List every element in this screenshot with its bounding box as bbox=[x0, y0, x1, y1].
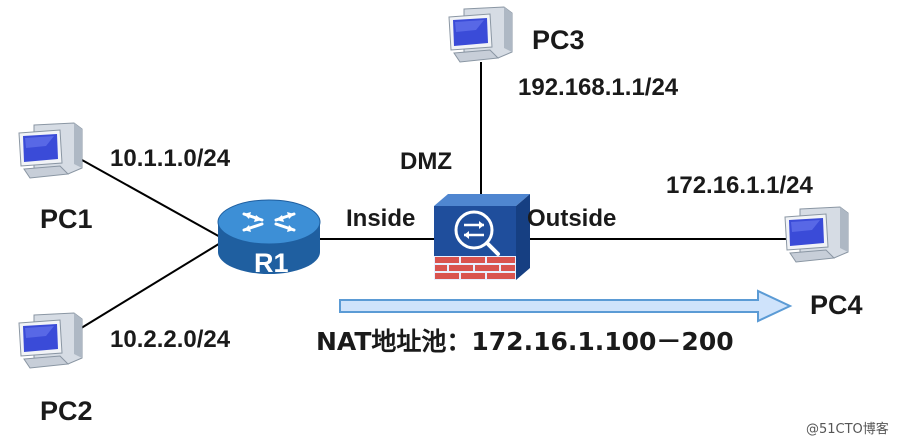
pc1-label: PC1 bbox=[40, 204, 93, 234]
pc4-computer-icon bbox=[782, 206, 852, 264]
pc1-subnet-label: 10.1.1.0/24 bbox=[110, 145, 231, 172]
pc4-address-label: 172.16.1.1/24 bbox=[666, 172, 813, 199]
firewall-dmz-label: DMZ bbox=[400, 148, 452, 175]
watermark: @51CTO博客 bbox=[806, 422, 889, 437]
pc3-label: PC3 bbox=[532, 25, 585, 55]
link-pc1-r1 bbox=[81, 159, 223, 239]
pc3-computer-icon bbox=[446, 6, 516, 64]
pc3-address-label: 192.168.1.1/24 bbox=[518, 74, 679, 101]
firewall-outside-label: Outside bbox=[527, 205, 617, 232]
router-label: R1 bbox=[254, 248, 289, 278]
link-pc2-r1 bbox=[77, 241, 223, 331]
nat-direction-arrow bbox=[339, 289, 793, 323]
firewall-inside-label: Inside bbox=[346, 205, 416, 232]
nat-pool-label: NAT地址池：172.16.1.100－200 bbox=[316, 327, 734, 356]
pc2-computer-icon bbox=[16, 312, 86, 370]
pc1-computer-icon bbox=[16, 122, 86, 180]
pc2-subnet-label: 10.2.2.0/24 bbox=[110, 326, 231, 353]
firewall-icon bbox=[430, 192, 534, 284]
pc4-label: PC4 bbox=[810, 290, 863, 320]
router-icon bbox=[214, 196, 324, 280]
pc2-label: PC2 bbox=[40, 396, 93, 426]
